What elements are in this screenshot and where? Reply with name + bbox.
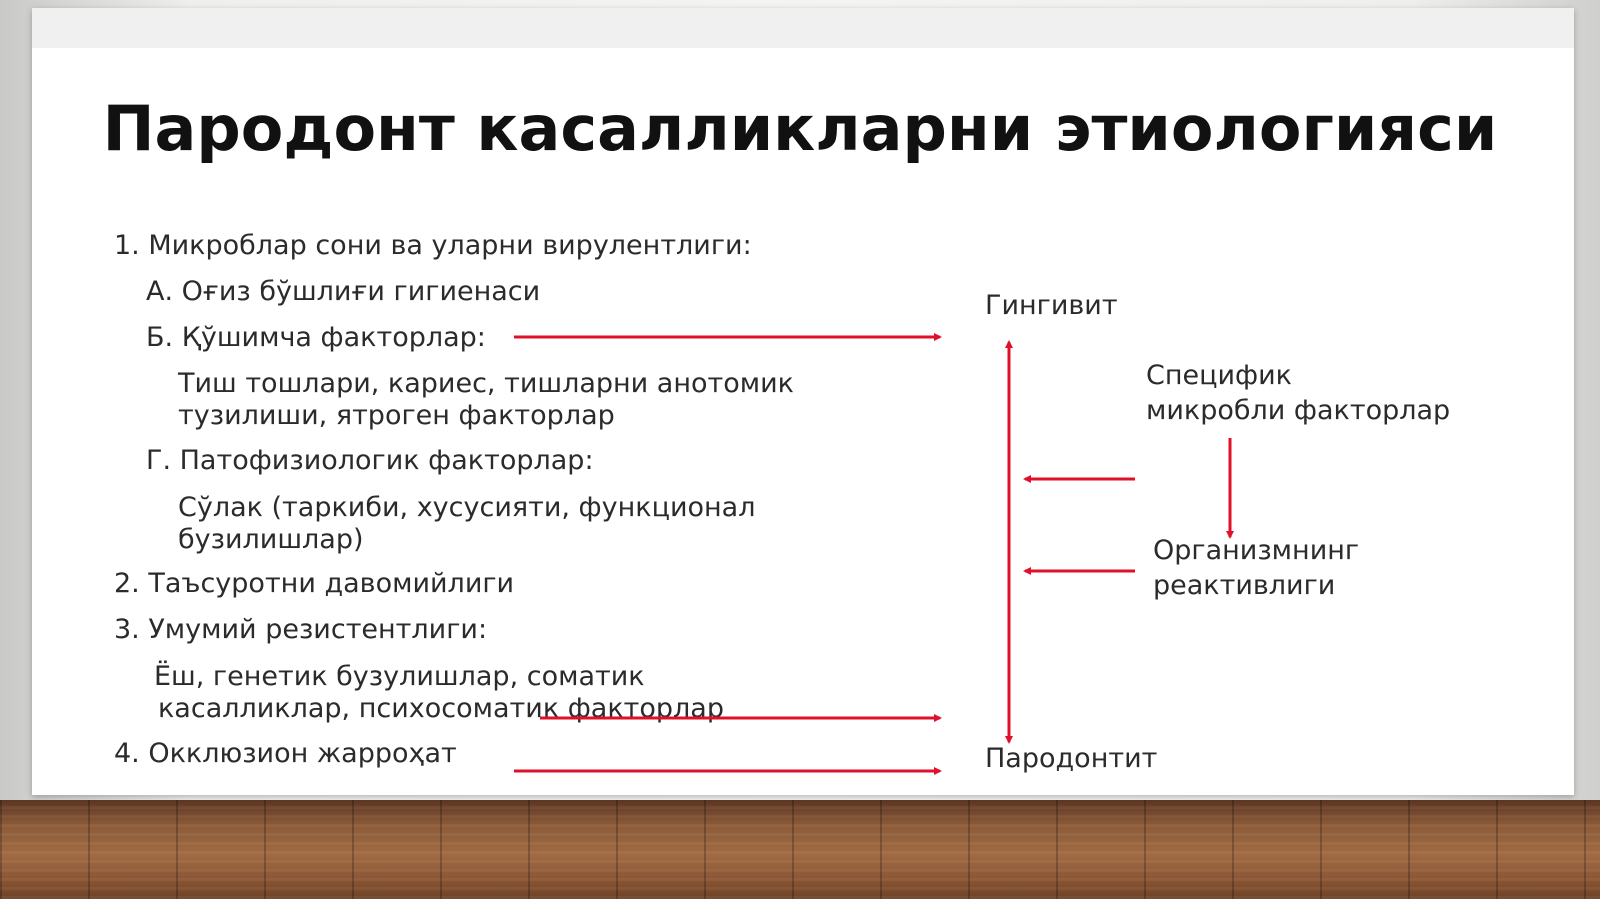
list-item-2: 2. Таъсуротни давомийлиги	[114, 568, 515, 599]
list-item-1: 1. Микроблар сони ва уларни вирулентлиги…	[114, 230, 752, 261]
list-item-1b: Б. Қўшимча факторлар:	[146, 322, 486, 353]
gingivitis-label: Гингивит	[985, 290, 1118, 321]
slide-title: Пародонт касалликларни этиологияси	[102, 92, 1498, 165]
list-item-1b-detail-line1: Тиш тошлари, кариес, тишларни анотомик	[178, 368, 794, 399]
list-item-1g-detail-line1: Сўлак (таркиби, хусусияти, функционал	[178, 492, 756, 523]
slide-top-band	[32, 8, 1574, 48]
list-item-1b-detail-line2: тузилиши, ятроген факторлар	[178, 400, 615, 431]
slide	[32, 8, 1574, 795]
organism-reactivity-label-line1: Организмнинг	[1153, 535, 1360, 566]
list-item-1g-detail-line2: бузилишлар)	[178, 524, 364, 555]
list-item-4: 4. Окклюзион жарроҳат	[114, 738, 457, 769]
specific-factors-label-line2: микробли факторлар	[1146, 395, 1451, 426]
specific-factors-label-line1: Специфик	[1146, 360, 1292, 391]
list-item-3-detail-line1: Ёш, генетик бузулишлар, соматик	[154, 661, 645, 692]
organism-reactivity-label-line2: реактивлиги	[1153, 570, 1336, 601]
list-item-1g: Г. Патофизиологик факторлар:	[146, 445, 594, 476]
periodontitis-label: Пародонтит	[985, 743, 1158, 774]
wooden-floor-background	[0, 800, 1600, 899]
list-item-3: 3. Умумий резистентлиги:	[114, 614, 488, 645]
list-item-1a: А. Оғиз бўшлиғи гигиенаси	[146, 276, 541, 307]
